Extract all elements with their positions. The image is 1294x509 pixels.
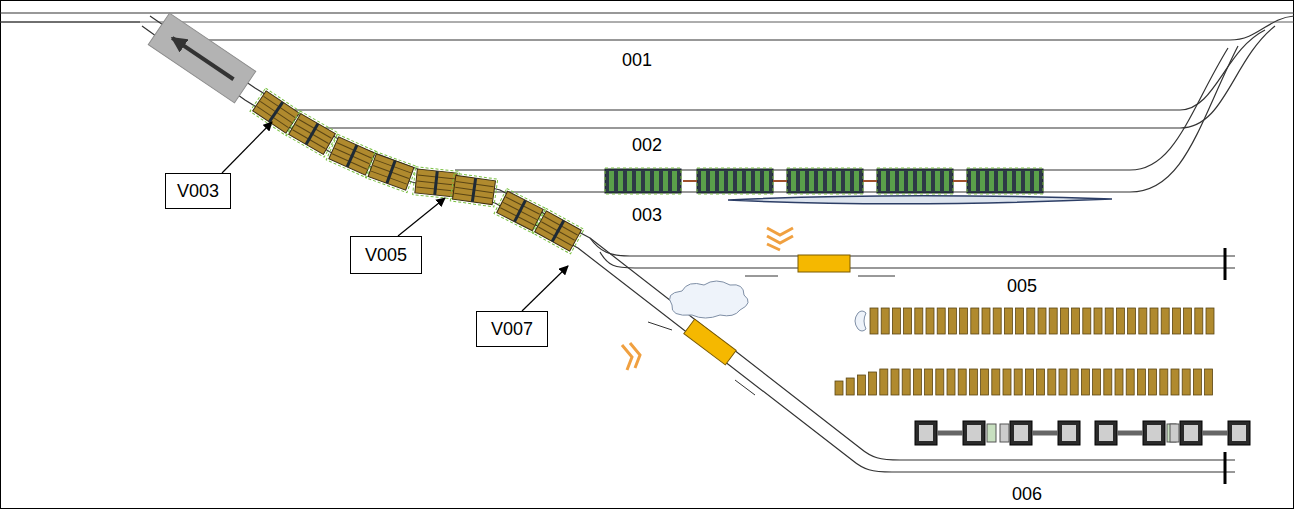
- track-number: 002: [630, 135, 664, 156]
- callout-box: V005: [350, 236, 422, 274]
- buffer-stops: [1224, 248, 1227, 484]
- track-number: 006: [1010, 484, 1044, 505]
- sleeper-stacks: [835, 308, 1214, 395]
- callout-label: V007: [491, 319, 533, 340]
- switch-brackets: [648, 276, 895, 395]
- callout-label: V005: [365, 245, 407, 266]
- bogies: [915, 421, 1250, 445]
- track-number: 005: [1005, 276, 1039, 297]
- leader-lines: [222, 122, 568, 311]
- callout-label: V003: [177, 181, 219, 202]
- warning-symbols: [622, 228, 793, 370]
- callout-box: V007: [476, 311, 548, 347]
- track-number: 003: [630, 205, 664, 226]
- puddle: [728, 196, 1112, 204]
- flatcars: [605, 168, 1043, 194]
- rails: [0, 13, 1294, 472]
- cloud: [670, 281, 749, 318]
- locomotive: [148, 13, 255, 103]
- wagons: [250, 88, 584, 254]
- callout-box: V003: [165, 173, 231, 209]
- track-number: 001: [620, 50, 654, 71]
- cloud: [855, 311, 866, 331]
